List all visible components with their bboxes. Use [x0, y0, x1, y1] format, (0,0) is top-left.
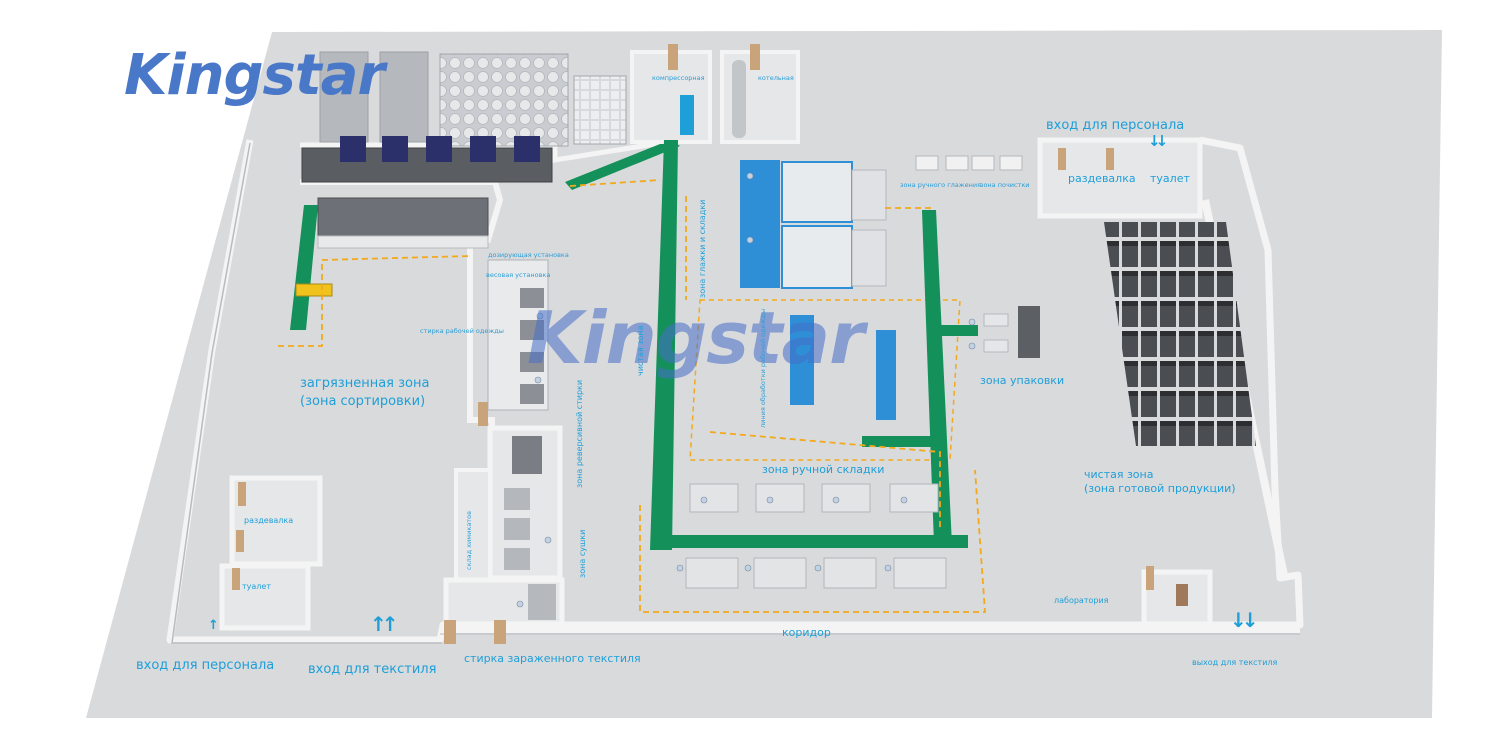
door-2 [750, 44, 760, 70]
arrow-staff-in-top: ↓↓ [1148, 132, 1168, 150]
ironing-line-2 [740, 224, 887, 289]
label-compressor-room: компрессорная [652, 74, 705, 82]
dryer-3 [504, 548, 530, 570]
door-5 [444, 620, 456, 644]
door-8 [232, 568, 240, 590]
label-manual-folding-zone: зона ручной складки [762, 463, 885, 476]
door-11 [1146, 566, 1154, 590]
manual-folding-tables [685, 483, 947, 589]
door-9 [1058, 148, 1066, 170]
dryer-2 [504, 518, 530, 540]
label-toilet-left: туалет [242, 582, 271, 591]
workwear-sorter [876, 330, 896, 420]
door-7 [236, 530, 244, 552]
changing-room-top [1037, 137, 1203, 219]
kingstar-logo: Kingstar [124, 43, 385, 108]
barrier-washer [528, 584, 556, 620]
label-staff-entrance-bottom: вход для персонала [136, 658, 275, 673]
packing-conveyor [922, 210, 952, 545]
door-4 [494, 620, 506, 644]
label-textile-entrance: вход для текстиля [308, 662, 437, 677]
folding-conveyor [862, 436, 940, 447]
ironing-line-1 [740, 160, 887, 224]
manual-ironing-tables [915, 155, 1023, 171]
label-corridor: коридор [782, 626, 831, 639]
door-1 [668, 44, 678, 70]
zone-boundaries [278, 179, 986, 613]
compressor-unit [680, 95, 694, 135]
label-boiler-room: котельная [758, 74, 794, 82]
label-chemicals-storage: склад химикатов [465, 511, 473, 570]
label-toilet-top: туалет [1150, 172, 1190, 185]
sorting-machine-base [317, 235, 489, 249]
dryer-1 [504, 488, 530, 510]
label-dirty-zone-2: (зона сортировки) [300, 394, 426, 409]
finished-goods-shelving [1104, 222, 1256, 446]
bottom-folding-conveyor [660, 535, 968, 548]
dirty-zone-scale [295, 283, 333, 297]
door-6 [238, 482, 246, 506]
tunnel-washers [301, 136, 553, 183]
label-dosing-unit: дозирующая установка [488, 251, 569, 259]
water-tank-grid-1 [439, 53, 569, 147]
outer-wall [166, 136, 1304, 644]
storage-tank-2 [379, 51, 429, 143]
workers [516, 172, 976, 608]
label-clean-zone-finished-1: чистая зона [1084, 468, 1154, 481]
label-contaminated-washing: стирка зараженного текстиля [464, 652, 641, 665]
arrow-staff-in-bottom: ↑ [208, 618, 219, 633]
packing-table-1 [983, 313, 1009, 327]
workwear-tunnel-finisher [790, 315, 814, 405]
label-changing-room-top: раздевалка [1068, 172, 1136, 185]
kingstar-watermark: Kingstar [527, 296, 865, 380]
label-press-zone: зона почистки [980, 181, 1030, 189]
label-staff-entrance-top: вход для персонала [1046, 118, 1185, 133]
label-reverse-washing-zone: зона реверсивной стирки [575, 379, 584, 488]
clean-zone-conveyor [650, 140, 678, 550]
door-10 [1106, 148, 1114, 170]
lab-bench [1176, 584, 1188, 606]
washer-extractors [487, 259, 549, 411]
arrow-textile-out: ↓↓ [1230, 608, 1258, 632]
label-dirty-zone-1: загрязненная зона [300, 376, 430, 391]
packing-conveyor-arm [936, 325, 978, 336]
label-ironing-folding-zone: зона глажки и складки [698, 199, 707, 298]
transfer-conveyor [565, 140, 680, 190]
label-laboratory: лаборатория [1054, 596, 1109, 605]
label-clean-zone-finished-2: (зона готовой продукции) [1084, 482, 1236, 495]
label-manual-ironing-zone: зона ручного глажения [900, 181, 982, 189]
outer-wall-shadow [171, 142, 442, 644]
label-packing-zone: зона упаковки [980, 374, 1065, 387]
label-workwear-washing: стирка рабочей одежды [420, 327, 504, 335]
arrow-textile-in: ↑↑ [370, 612, 398, 636]
label-changing-room-left: раздевалка [244, 516, 294, 525]
workwear-line-rail [689, 299, 961, 461]
changing-room-left [229, 475, 323, 567]
packing-machine [1018, 306, 1040, 358]
boiler-unit [732, 60, 746, 138]
water-tank-grid-2 [573, 75, 627, 145]
label-textile-exit: выход для текстиля [1192, 658, 1278, 667]
label-workwear-line: линия обработки рабочей одежды [759, 308, 767, 428]
tumble-dryer [512, 436, 542, 474]
door-3 [478, 402, 488, 426]
dirty-conveyor [290, 205, 318, 330]
label-drying-zone: зона сушки [578, 529, 587, 578]
storage-tank-1 [319, 51, 369, 143]
label-clean-zone-vertical: чистая зона [636, 325, 645, 376]
label-weighing-unit: весовая установка [486, 271, 551, 279]
packing-table-2 [983, 339, 1009, 353]
